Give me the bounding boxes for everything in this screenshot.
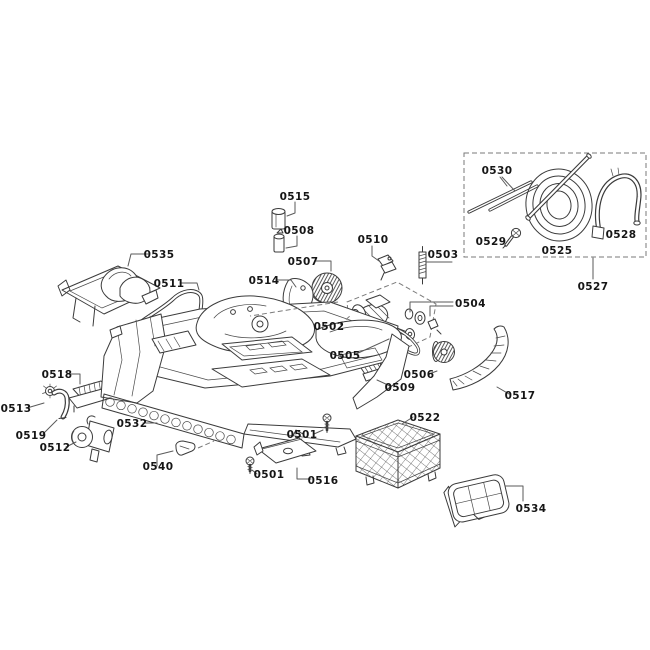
part-drawing-0540-cover bbox=[175, 440, 215, 456]
part-drawing-0519-hose bbox=[51, 388, 70, 420]
part-drawing-0532-base-chassis bbox=[100, 295, 410, 457]
part-label-0501-b[interactable]: 0501 bbox=[254, 469, 285, 481]
part-label-0510[interactable]: 0510 bbox=[358, 234, 389, 246]
part-label-0503[interactable]: 0503 bbox=[428, 249, 459, 261]
part-label-0518[interactable]: 0518 bbox=[42, 369, 73, 381]
leader-0534 bbox=[504, 485, 524, 502]
leader-0505 bbox=[355, 338, 390, 355]
part-drawing-0517-grille bbox=[449, 325, 509, 391]
part-drawing-0501-screw-a bbox=[322, 413, 332, 433]
leader-0508 bbox=[285, 235, 298, 249]
leader-0501-a bbox=[313, 429, 324, 435]
leader-0501-b bbox=[251, 469, 258, 475]
part-drawing-0525-hose-coil bbox=[525, 153, 593, 242]
leader-0518 bbox=[67, 373, 81, 385]
part-label-0504[interactable]: 0504 bbox=[455, 298, 486, 310]
part-label-0502[interactable]: 0502 bbox=[314, 321, 345, 333]
front-rail bbox=[101, 393, 245, 449]
part-label-0505[interactable]: 0505 bbox=[330, 350, 361, 362]
leader-0515 bbox=[286, 201, 296, 217]
leader-lines bbox=[26, 201, 524, 502]
part-label-0513[interactable]: 0513 bbox=[1, 403, 32, 415]
part-label-0529[interactable]: 0529 bbox=[476, 236, 507, 248]
part-drawing-0506-fan-wheel bbox=[432, 341, 455, 363]
accessory-kit-outline bbox=[463, 152, 647, 258]
part-drawing-0501-screw-b bbox=[245, 456, 255, 474]
part-drawing-0504-pulley bbox=[404, 308, 442, 335]
part-label-0506[interactable]: 0506 bbox=[404, 369, 435, 381]
part-drawing-0507-blower-wheel bbox=[311, 272, 343, 304]
part-drawing-0516-bracket-plate bbox=[253, 429, 317, 464]
part-drawing-0530-rods bbox=[467, 180, 539, 214]
part-label-0522[interactable]: 0522 bbox=[410, 412, 441, 424]
part-drawing-0529-screw bbox=[502, 227, 522, 249]
part-label-0535[interactable]: 0535 bbox=[144, 249, 175, 261]
leader-0540 bbox=[156, 450, 174, 467]
part-label-0534[interactable]: 0534 bbox=[516, 503, 547, 515]
part-drawing-0512-pump bbox=[71, 415, 115, 463]
part-drawing-0503-spring bbox=[418, 246, 427, 285]
part-labels: 0515 0508 0507 0514 0510 0503 0504 0502 … bbox=[1, 191, 547, 515]
part-label-0525[interactable]: 0525 bbox=[542, 245, 573, 257]
leader-0522 bbox=[401, 416, 414, 425]
leader-0509 bbox=[376, 379, 391, 387]
part-drawing-0522-condenser bbox=[355, 419, 441, 489]
leader-0507 bbox=[315, 260, 332, 272]
part-label-0514[interactable]: 0514 bbox=[249, 275, 280, 287]
part-label-0507[interactable]: 0507 bbox=[288, 256, 319, 268]
leader-0535 bbox=[127, 253, 149, 267]
front-rail-scallops bbox=[105, 397, 236, 445]
leader-0530 bbox=[499, 176, 516, 192]
part-label-0501-a[interactable]: 0501 bbox=[287, 429, 318, 441]
part-label-0530[interactable]: 0530 bbox=[482, 165, 513, 177]
part-label-0511[interactable]: 0511 bbox=[154, 278, 185, 290]
leader-0513 bbox=[26, 402, 45, 409]
part-drawing-0515-sleeve bbox=[271, 208, 286, 230]
leader-0512 bbox=[65, 441, 77, 448]
part-label-0527[interactable]: 0527 bbox=[578, 281, 609, 293]
part-label-0509[interactable]: 0509 bbox=[385, 382, 416, 394]
leader-0514 bbox=[275, 279, 297, 288]
part-drawing-0510-clip bbox=[377, 254, 397, 281]
part-label-0532[interactable]: 0532 bbox=[117, 418, 148, 430]
leader-0517 bbox=[496, 386, 510, 395]
part-drawing-0534-filter-frame bbox=[443, 474, 510, 528]
accessory-kit-box: 0530 0529 0525 0528 0527 bbox=[463, 152, 647, 293]
leader-0519 bbox=[42, 419, 58, 435]
part-label-0516[interactable]: 0516 bbox=[308, 475, 339, 487]
leader-0516 bbox=[296, 467, 312, 480]
leader-0511 bbox=[179, 282, 200, 291]
part-drawing-0508-valve bbox=[273, 228, 285, 253]
part-drawing-0535-duct-assembly bbox=[57, 265, 161, 327]
part-label-0512[interactable]: 0512 bbox=[40, 442, 71, 454]
leader-0504-a bbox=[409, 301, 454, 313]
leader-0504-b bbox=[429, 305, 454, 317]
part-label-0540[interactable]: 0540 bbox=[143, 461, 174, 473]
part-label-0515[interactable]: 0515 bbox=[280, 191, 311, 203]
part-label-0528[interactable]: 0528 bbox=[606, 229, 637, 241]
leader-0502 bbox=[339, 314, 352, 326]
part-label-0517[interactable]: 0517 bbox=[505, 390, 536, 402]
part-drawing-0528-drain-hose bbox=[591, 167, 642, 240]
leader-0506 bbox=[428, 370, 438, 375]
part-label-0508[interactable]: 0508 bbox=[284, 225, 315, 237]
part-label-0519[interactable]: 0519 bbox=[16, 430, 47, 442]
leader-0510 bbox=[371, 245, 380, 262]
